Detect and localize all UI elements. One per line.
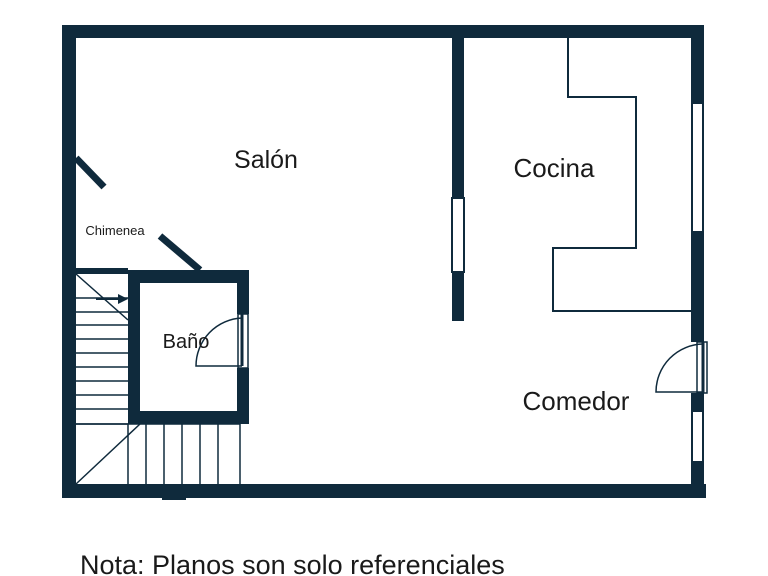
label-comedor: Comedor bbox=[523, 386, 630, 416]
label-salon: Salón bbox=[234, 146, 298, 174]
bath-wall-left bbox=[128, 270, 140, 424]
wall-right-lower bbox=[691, 393, 704, 411]
dining-window bbox=[691, 410, 704, 463]
partition-window bbox=[451, 197, 465, 273]
label-bano: Baño bbox=[163, 331, 210, 353]
wall-right-top bbox=[691, 25, 704, 103]
bath-door-swing bbox=[195, 317, 243, 367]
partition-wall-bottom bbox=[452, 272, 464, 321]
bath-wall-bottom bbox=[128, 411, 249, 424]
partition-wall-top bbox=[452, 38, 464, 198]
plan-note: Nota: Planos son solo referenciales bbox=[80, 550, 505, 576]
wall-left bbox=[62, 25, 76, 498]
dining-door bbox=[655, 341, 708, 394]
wall-top bbox=[62, 25, 702, 38]
bathroom-door bbox=[195, 313, 249, 369]
entry-threshold bbox=[162, 496, 186, 500]
staircase bbox=[75, 273, 241, 485]
bathroom-walls bbox=[128, 270, 249, 424]
windows bbox=[451, 102, 704, 463]
bath-wall-right-top bbox=[237, 270, 249, 314]
bath-wall-top bbox=[128, 270, 249, 283]
label-cocina: Cocina bbox=[514, 153, 595, 183]
fireplace-upper-line bbox=[73, 155, 107, 190]
stair-diagonal bbox=[75, 273, 129, 321]
bath-wall-right-bottom bbox=[237, 368, 249, 424]
partition-wall bbox=[452, 38, 464, 321]
fireplace-lower-line bbox=[157, 233, 203, 273]
stair-arrow-icon bbox=[96, 294, 128, 304]
dining-door-swing bbox=[655, 343, 704, 393]
fireplace bbox=[73, 155, 203, 273]
label-chimenea: Chimenea bbox=[85, 223, 145, 238]
wall-right-mid bbox=[691, 232, 704, 342]
wall-bottom bbox=[62, 484, 706, 498]
stair-top-wall bbox=[76, 268, 128, 274]
stair-diagonal bbox=[75, 423, 141, 485]
outer-walls bbox=[62, 25, 706, 498]
kitchen-counter bbox=[552, 38, 691, 312]
kitchen-window bbox=[691, 102, 704, 233]
wall-right-bottom bbox=[691, 462, 704, 498]
